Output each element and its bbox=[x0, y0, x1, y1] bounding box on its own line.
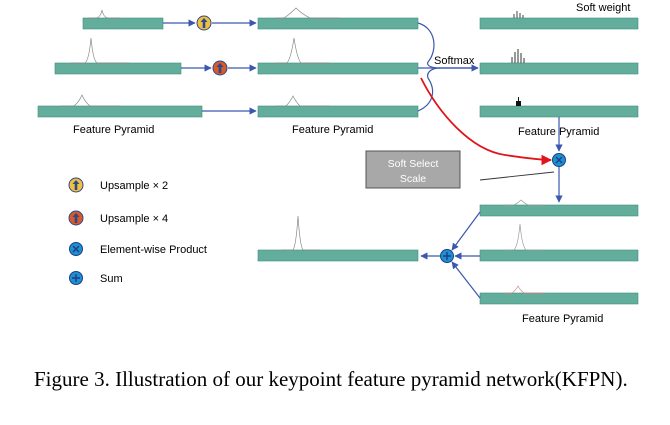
legend-sum-label: Sum bbox=[100, 273, 123, 285]
upsampled-level-3-bar bbox=[257, 105, 419, 118]
weighted-1-to-sum bbox=[451, 211, 481, 251]
upsample-x4-node bbox=[212, 60, 228, 76]
input-level-2-bar bbox=[54, 62, 182, 75]
softmax-arrow-bottom bbox=[417, 67, 441, 112]
weighted-level-1-bar bbox=[479, 204, 639, 217]
input-level-2-curve bbox=[70, 37, 130, 64]
legend-product-icon bbox=[69, 242, 83, 256]
weighted-level-1-curve bbox=[505, 199, 545, 206]
figure-caption: Figure 3. Illustration of our keypoint f… bbox=[34, 367, 628, 391]
weighted-level-2-bar bbox=[479, 249, 639, 262]
upsampled-level-2-curve bbox=[275, 37, 330, 64]
legend-upsample4-icon bbox=[68, 210, 84, 226]
weighted-feature-pyramid: Feature Pyramid bbox=[479, 199, 639, 325]
legend: Upsample × 2 Upsample × 4 Element-wise P… bbox=[68, 177, 207, 285]
weighted-3-to-sum bbox=[451, 261, 481, 299]
sum-connectors bbox=[420, 211, 481, 299]
upsampled-level-1-curve bbox=[275, 7, 340, 19]
output-curve bbox=[282, 215, 320, 251]
input-level-1-bar bbox=[82, 17, 164, 30]
soft-weight-label: Soft weight bbox=[576, 2, 630, 14]
weighted-level-3-bar bbox=[479, 292, 639, 305]
soft-select-scale-box: Soft Select Scale bbox=[365, 150, 461, 189]
upsample-x2-node bbox=[196, 15, 212, 31]
red-connection-arrow bbox=[420, 77, 553, 166]
element-wise-product-node bbox=[552, 153, 566, 167]
weighted-level-3-curve bbox=[505, 285, 545, 294]
feature-pyramid-label-4: Feature Pyramid bbox=[522, 313, 603, 325]
upsampled-level-2-bar bbox=[257, 62, 419, 75]
legend-product-label: Element-wise Product bbox=[100, 244, 207, 256]
upsampled-feature-pyramid: Feature Pyramid bbox=[257, 7, 419, 136]
input-level-3-curve bbox=[60, 94, 120, 107]
input-level-1-curve bbox=[88, 9, 120, 19]
legend-upsample4-label: Upsample × 4 bbox=[100, 213, 168, 225]
soft-select-pointer-line bbox=[479, 171, 555, 181]
input-level-3-bar bbox=[37, 105, 203, 118]
feature-pyramid-label-1: Feature Pyramid bbox=[73, 124, 154, 136]
soft-weight-level-2-spikes bbox=[511, 49, 525, 63]
feature-pyramid-label-2: Feature Pyramid bbox=[292, 124, 373, 136]
soft-weight-pyramid: Soft weight Feature Pyramid bbox=[479, 2, 639, 138]
weighted-level-2-curve bbox=[505, 223, 545, 251]
soft-weight-level-3-spikes bbox=[516, 97, 521, 106]
soft-weight-level-3-bar bbox=[479, 105, 639, 118]
upsampled-level-3-curve bbox=[275, 95, 330, 107]
soft-select-line-1: Soft Select bbox=[388, 158, 439, 170]
legend-upsample2-icon bbox=[68, 177, 84, 193]
legend-sum-icon bbox=[69, 271, 83, 285]
legend-upsample2-label: Upsample × 2 bbox=[100, 180, 168, 192]
soft-weight-level-1-spikes bbox=[513, 11, 524, 18]
upsample-connectors bbox=[163, 15, 257, 115]
sum-node bbox=[440, 249, 454, 263]
softmax-connectors: Softmax bbox=[417, 22, 479, 112]
softmax-label: Softmax bbox=[434, 55, 475, 67]
soft-select-line-2: Scale bbox=[400, 173, 426, 185]
input-feature-pyramid: Feature Pyramid bbox=[37, 9, 203, 136]
upsampled-level-1-bar bbox=[257, 17, 419, 30]
soft-weight-level-1-bar bbox=[479, 17, 639, 30]
output-bar bbox=[257, 249, 419, 262]
soft-weight-level-2-bar bbox=[479, 62, 639, 75]
output-feature bbox=[257, 215, 419, 262]
